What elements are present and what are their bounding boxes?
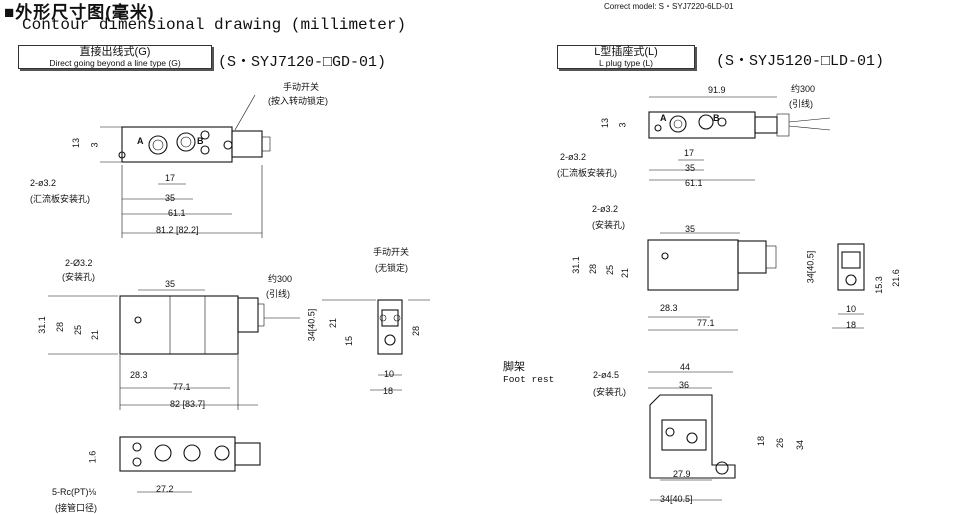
foot-rest-title-en: Foot rest: [503, 374, 555, 385]
right-lead-note: (引线): [789, 99, 813, 109]
dim-left-31-1: 31.1: [36, 316, 47, 334]
left-model-number: (S・SYJ7120-□GD-01): [218, 54, 387, 71]
right-type-label-en: L plug type (L): [598, 57, 654, 68]
dim-left-28: 28: [55, 321, 66, 333]
left-lead-note: (引线): [266, 289, 290, 299]
dim-left-3: 3: [89, 142, 100, 148]
left-side-view: [48, 289, 300, 410]
right-port-b: B: [713, 113, 720, 123]
right-foot-view: [648, 371, 736, 501]
left-manifold-hole-note: (汇流板安装孔): [30, 194, 90, 204]
left-mount-hole-note: (安装孔): [62, 272, 95, 282]
left-type-label-en: Direct going beyond a line type (G): [49, 57, 181, 68]
dim-foot-36: 36: [679, 380, 690, 390]
dim-right-17: 17: [684, 148, 695, 158]
dim-right-21-6: 21.6: [890, 269, 901, 287]
right-side-view: [647, 232, 777, 331]
left-end-view: [322, 299, 430, 391]
dim-left-82: 82 [83.7]: [170, 399, 206, 409]
dim-left-77-1: 77.1: [173, 382, 191, 392]
foot-rest-title-zh: 脚架: [503, 361, 525, 373]
dim-left-34: 34[40.5]: [306, 308, 317, 342]
right-lead-length: 约300: [791, 84, 816, 94]
right-type-label: L型插座式(L) L plug type (L): [557, 45, 695, 70]
dim-right-35: 35: [685, 163, 696, 173]
left-top-view: [100, 94, 271, 238]
dim-left-1-6: 1.6: [87, 450, 98, 464]
correct-model-note: Correct model: S・SYJ7220-6LD-01: [604, 2, 734, 11]
dim-left-25: 25: [73, 324, 84, 336]
dim-foot-27-9: 27.9: [673, 469, 691, 479]
dim-right-31-1: 31.1: [570, 256, 581, 274]
right-top-view: [648, 96, 831, 181]
foot-hole-spec: 2-ø4.5: [593, 370, 620, 380]
page-subtitle: Contour dimensional drawing (millimeter): [22, 16, 407, 34]
right-end-view: [832, 243, 865, 329]
dim-right-28: 28: [588, 263, 599, 275]
dim-foot-26: 26: [775, 437, 786, 449]
dim-right-3: 3: [617, 122, 628, 128]
page-title: ■外形尺寸图(毫米): [4, 3, 155, 22]
dim-right-25: 25: [605, 264, 616, 276]
dim-left-13: 13: [71, 137, 82, 149]
dim-left-35: 35: [165, 193, 176, 203]
left-type-label-zh: 直接出线式(G): [79, 46, 151, 58]
dim-right-13: 13: [600, 117, 611, 129]
dim-left-27-2: 27.2: [156, 484, 174, 494]
dim-left-35-side: 35: [165, 279, 176, 289]
dim-right-34: 34[40.5]: [805, 250, 816, 284]
right-type-label-zh: L型插座式(L): [594, 46, 658, 58]
dim-right-18: 18: [846, 320, 857, 330]
dim-left-18: 18: [383, 386, 394, 396]
dim-right-21: 21: [620, 267, 631, 279]
left-manual-lock-label: 手动开关: [283, 82, 320, 92]
dim-left-61-1: 61.1: [168, 208, 186, 218]
left-port-spec: 5-Rc(PT)⅛: [52, 487, 97, 497]
dim-left-15: 15: [344, 335, 355, 347]
left-manual-lock-note: (按入转动锁定): [268, 96, 328, 106]
dim-right-61-1: 61.1: [685, 178, 703, 188]
right-mount-hole-spec: 2-ø3.2: [592, 204, 619, 214]
dim-right-10: 10: [846, 304, 857, 314]
right-port-a: A: [660, 113, 667, 123]
dim-left-21-end: 21: [328, 317, 339, 329]
dim-right-91-9: 91.9: [708, 85, 726, 95]
left-port-a: A: [137, 136, 144, 146]
dim-left-28-3: 28.3: [130, 370, 148, 380]
dim-left-17: 17: [165, 173, 176, 183]
dim-right-35-side: 35: [685, 224, 696, 234]
left-manifold-hole-spec: 2-ø3.2: [30, 178, 57, 188]
dim-right-77-1: 77.1: [697, 318, 715, 328]
right-manifold-hole-note: (汇流板安装孔): [557, 168, 617, 178]
left-port-b: B: [197, 136, 204, 146]
left-mount-hole-spec: 2-Ø3.2: [65, 258, 93, 268]
right-manifold-hole-spec: 2-ø3.2: [560, 152, 587, 162]
dim-right-28-3: 28.3: [660, 303, 678, 313]
dim-left-28-end: 28: [411, 325, 422, 337]
left-port-note: (接管口径): [55, 503, 97, 513]
right-model-number: (S・SYJ5120-□LD-01): [716, 53, 885, 70]
left-bottom-view: [119, 436, 261, 493]
left-lead-length: 约300: [268, 274, 293, 284]
dim-left-81-2: 81.2 [82.2]: [156, 225, 199, 235]
foot-hole-note: (安装孔): [593, 387, 626, 397]
dim-foot-18: 18: [756, 435, 767, 447]
dim-foot-34: 34: [795, 439, 806, 451]
left-manual-free-note: (无锁定): [375, 263, 408, 273]
dim-foot-34-bottom: 34[40.5]: [660, 494, 693, 504]
left-manual-free-label: 手动开关: [373, 247, 410, 257]
left-type-label: 直接出线式(G) Direct going beyond a line type…: [18, 45, 212, 70]
dim-foot-44: 44: [680, 362, 691, 372]
dim-left-21: 21: [90, 329, 101, 341]
dim-left-10: 10: [384, 369, 395, 379]
dim-right-15-3: 15.3: [873, 276, 884, 294]
right-mount-hole-note: (安装孔): [592, 220, 625, 230]
